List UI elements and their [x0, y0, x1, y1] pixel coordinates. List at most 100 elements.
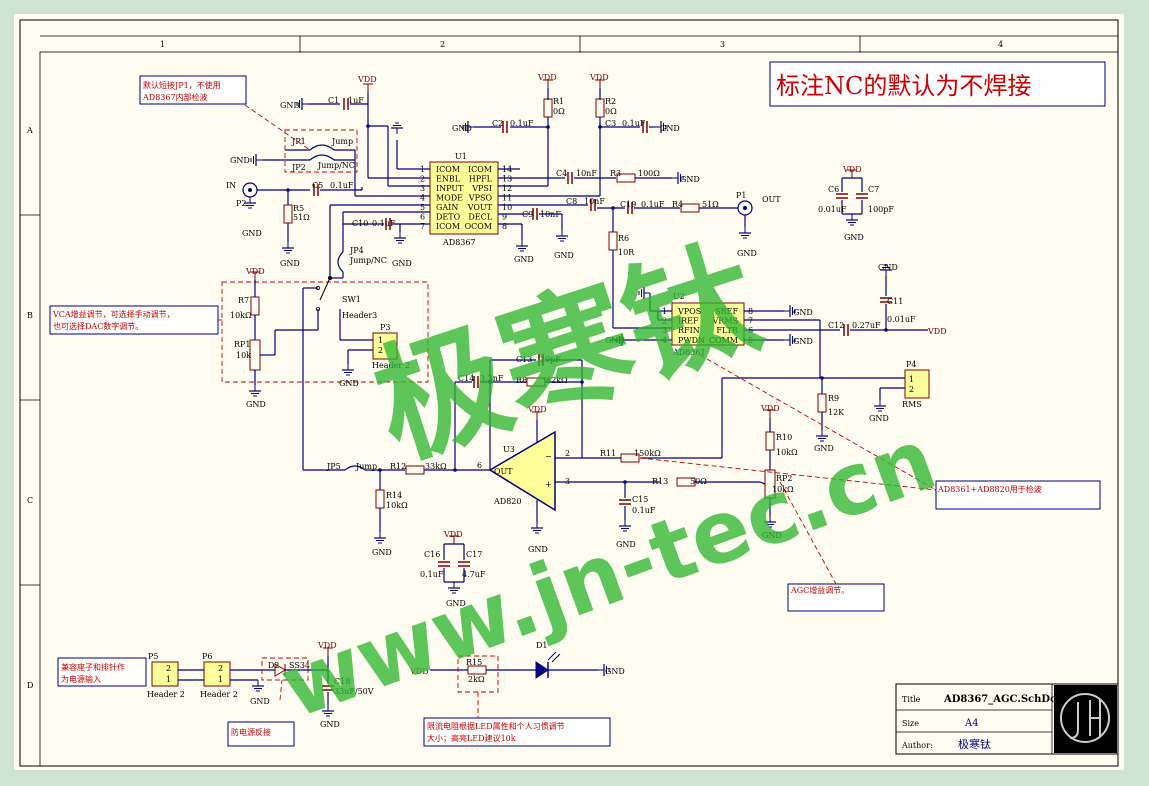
c11-ref: C11 [887, 297, 903, 306]
p6-ref: P6 [202, 652, 212, 661]
c5-val: 0.1uF [330, 181, 354, 190]
row-label: A [26, 126, 33, 135]
r10-val: 10kΩ [776, 448, 798, 457]
u1-pin-name: ICOM [436, 222, 460, 231]
u1-pin-name: ICOM [468, 165, 492, 174]
gnd-label: GND [372, 548, 392, 557]
u1-pin-name: DECL [468, 213, 492, 222]
gnd-label: GND [814, 444, 834, 453]
row-label: D [27, 681, 33, 690]
r15-ref: R15 [466, 658, 482, 667]
r6-ref: R6 [618, 234, 629, 243]
u3-inv: − [545, 452, 552, 461]
u1-pin-name: ENBL [436, 175, 461, 184]
p1-ref: P1 [736, 191, 746, 200]
c12-ref: C12 [828, 321, 844, 330]
u2-pin-name: SREF [715, 307, 738, 316]
r7-ref: R7 [238, 296, 249, 305]
gnd-label: GND [869, 414, 889, 423]
jp1-val: Jump [331, 137, 353, 146]
p4-val: RMS [902, 400, 922, 409]
c8-ref: C8 [566, 197, 577, 206]
p1-val: OUT [762, 195, 781, 204]
u1-pin-number: 8 [502, 222, 507, 231]
r12-val: 33kΩ [425, 462, 447, 471]
c17-ref: C17 [466, 550, 482, 559]
c14-val: 3.3nF [480, 374, 504, 383]
note-led: 限流电阻根据LED属性和个人习惯调节 大小；高亮LED建议10k [423, 717, 611, 747]
opamp-u3: U3 AD820 OUT − + 6 2 3 [477, 430, 570, 512]
jp5-ref: JP5 [326, 462, 341, 471]
u2-pin-name: PWDN [678, 336, 705, 345]
c19-val: 0.1uF [641, 200, 665, 209]
gnd-label: GND [605, 336, 625, 345]
p3-val: Header 2 [372, 361, 410, 370]
r9-ref: R9 [828, 394, 839, 403]
c10-val: 0.1uF [372, 219, 396, 228]
gnd-label: GND [878, 263, 898, 272]
u2-pin-number: 2 [662, 317, 667, 326]
gnd-label: GND [660, 124, 680, 133]
gnd-label: GND [446, 599, 466, 608]
r5-ref: R5 [293, 204, 304, 213]
gnd-label: GND [246, 400, 266, 409]
u1-pin-number: 11 [502, 194, 512, 203]
u1-pin-name: INPUT [436, 184, 464, 193]
vdd-label: VDD [927, 327, 947, 336]
u2-pin-name: FLTR [716, 326, 739, 335]
note-power-line2: 为电源输入 [61, 674, 101, 684]
note-vca-line1: VCA增益调节，可选择手动调节， [52, 309, 175, 319]
c9-ref: C9 [522, 210, 533, 219]
d1-ref: D1 [536, 641, 548, 650]
u1-pin-name: ICOM [436, 165, 460, 174]
u1-pin-number: 13 [502, 175, 512, 184]
c14-ref: C14 [458, 374, 474, 383]
u2-pin-name: VPOS [677, 307, 701, 316]
note-led-line1: 限流电阻根据LED属性和个人习惯调节 [427, 721, 565, 731]
u1-pin-name: VPSI [471, 184, 492, 193]
r1-ref: R1 [553, 97, 564, 106]
size-value: A4 [964, 718, 979, 729]
r5-val: 51Ω [293, 213, 310, 222]
vdd-label: VDD [443, 530, 463, 539]
jp2-ref: JP2 [291, 163, 306, 172]
u1-pin-number: 4 [420, 194, 425, 203]
u1-pin-name: VPSO [468, 194, 493, 203]
r2-val: 0Ω [605, 107, 617, 116]
c2-ref: C2 [492, 119, 503, 128]
schematic-sheet [14, 14, 1124, 770]
u1-pin-name: GAIN [436, 203, 458, 212]
note-vca: VCA增益调节，可选择手动调节， 也可选择DAC数字调节。 [49, 305, 219, 335]
c5-ref: C5 [312, 181, 323, 190]
u1-pin-name: HPFL [469, 175, 493, 184]
row-labels: A B C D [26, 126, 33, 690]
gnd-label: GND [280, 259, 300, 268]
c4-val: 10nF [576, 169, 597, 178]
r14-ref: R14 [386, 491, 402, 500]
r2-ref: R2 [605, 97, 616, 106]
d2-val: SS34 [289, 661, 310, 670]
jp4-val: Jump/NC [349, 256, 387, 265]
vdd-label: VDD [760, 404, 780, 413]
c10-ref: C10 [352, 219, 368, 228]
gnd-label: GND [280, 101, 300, 110]
r3-val: 100Ω [638, 169, 660, 178]
u2-ref: U2 [673, 292, 685, 301]
c13-ref: C13 [516, 355, 532, 364]
r1-val: 0Ω [553, 107, 565, 116]
c8-val: 10nF [584, 197, 605, 206]
c7-val: 100pF [868, 205, 894, 214]
u2-part: AD8361 [672, 348, 706, 357]
r8-val: 82kΩ [546, 376, 568, 385]
vdd-label: VDD [357, 75, 377, 84]
u1-pin-name: MODE [436, 194, 463, 203]
r15-val: 2kΩ [468, 675, 485, 684]
gnd-label: GND [528, 545, 548, 554]
column-label: 3 [720, 40, 725, 49]
p5-val: Header 2 [147, 690, 185, 699]
gnd-label: GND [762, 531, 782, 540]
u2-pin-name: RFIN [678, 326, 700, 335]
sheet-border [19, 19, 1119, 767]
note-agc: AGC增益调节。 [787, 583, 885, 612]
